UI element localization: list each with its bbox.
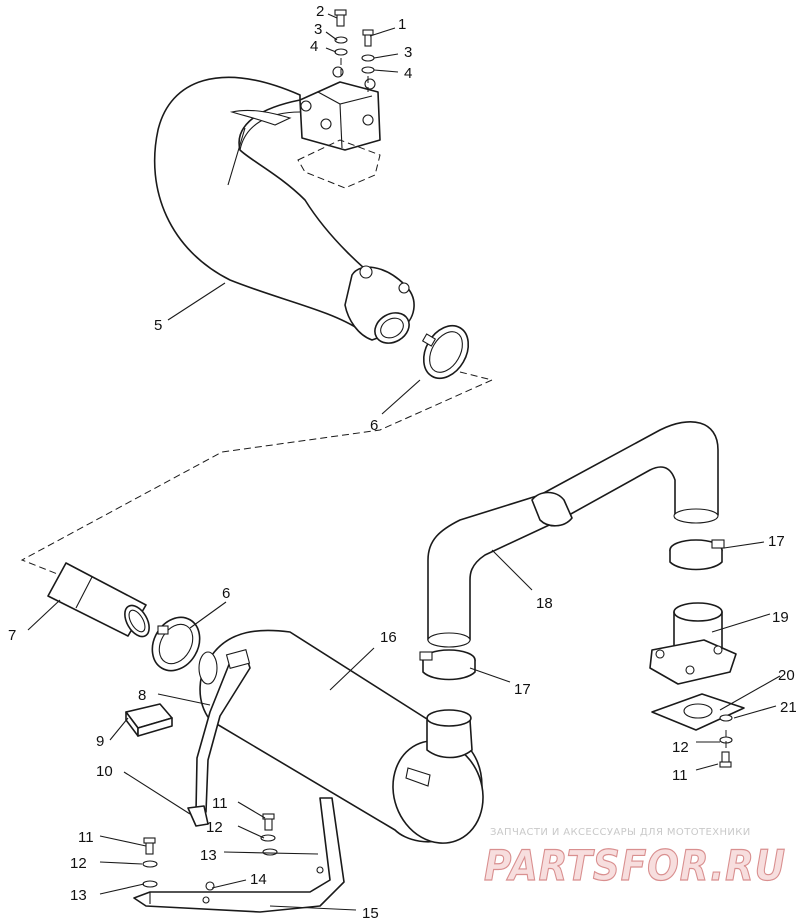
callout-14: 14 (250, 871, 267, 888)
callout-2: 2 (316, 3, 324, 20)
spring-hanger (195, 648, 251, 813)
rivet-icon (205, 881, 215, 891)
callout-12: 12 (206, 819, 223, 836)
callout-4: 4 (404, 65, 412, 82)
callout-15: 15 (362, 905, 379, 919)
callout-12: 12 (70, 855, 87, 872)
callout-13: 13 (200, 847, 217, 864)
callout-17: 17 (514, 681, 531, 698)
flange-adapter (649, 602, 737, 685)
clamp-right-upper (669, 539, 725, 571)
spring-washer-icon (719, 714, 733, 722)
callout-13: 13 (70, 887, 87, 904)
washer-icon (262, 848, 278, 856)
callout-7: 7 (8, 627, 16, 644)
callout-10: 10 (96, 763, 113, 780)
callout-1: 1 (398, 16, 406, 33)
washer-icon (334, 36, 348, 44)
adapter-gasket (651, 693, 745, 731)
washer-icon (142, 860, 158, 868)
callout-21: 21 (780, 699, 797, 716)
tail-pipe (47, 562, 150, 638)
bolt-icon (719, 751, 732, 768)
callout-19: 19 (772, 609, 789, 626)
callout-8: 8 (138, 687, 146, 704)
callout-11: 11 (78, 829, 94, 846)
connector-pipe (427, 421, 719, 648)
callout-16: 16 (380, 629, 397, 646)
watermark-brand: PARTSFOR.RU (484, 841, 786, 890)
callout-4: 4 (310, 38, 318, 55)
callout-12: 12 (672, 739, 689, 756)
washer-icon (142, 880, 158, 888)
washer-icon (334, 48, 348, 56)
washer-icon (361, 54, 375, 62)
callout-6: 6 (370, 417, 378, 434)
bolt-icon (143, 837, 156, 855)
callout-3: 3 (404, 44, 412, 61)
watermark: ЗАПЧАСТИ И АКСЕССУАРЫ ДЛЯ МОТОТЕХНИКИ PA… (483, 827, 786, 891)
muffler (198, 629, 484, 844)
exhaust-manifold-pipe (153, 76, 415, 344)
callout-labels: 1 2 3 4 3 4 5 6 7 6 8 9 10 11 12 13 11 1… (8, 3, 797, 919)
hanger-clip (187, 805, 209, 827)
rubber-pad (125, 703, 173, 737)
leader-lines (27, 13, 781, 911)
callout-17: 17 (768, 533, 785, 550)
callout-11: 11 (212, 795, 228, 812)
washer-icon (260, 834, 276, 842)
callout-6: 6 (222, 585, 230, 602)
mounting-bracket (133, 797, 345, 913)
callout-5: 5 (154, 317, 162, 334)
bolt-icon (334, 9, 347, 27)
callout-3: 3 (314, 21, 322, 38)
callout-18: 18 (536, 595, 553, 612)
washer-icon (361, 66, 375, 74)
callout-9: 9 (96, 733, 104, 750)
bolt-icon (262, 813, 275, 831)
clamp-upper (421, 324, 470, 380)
assembly-line (20, 371, 494, 576)
clamp-middle (419, 649, 476, 681)
watermark-tagline: ЗАПЧАСТИ И АКСЕССУАРЫ ДЛЯ МОТОТЕХНИКИ (490, 827, 751, 838)
clamp-lower (151, 616, 201, 672)
callout-20: 20 (778, 667, 795, 684)
callout-11: 11 (672, 767, 688, 784)
flange-gasket (297, 139, 381, 189)
bolt-icon (362, 29, 374, 47)
manifold-flange (299, 66, 381, 151)
